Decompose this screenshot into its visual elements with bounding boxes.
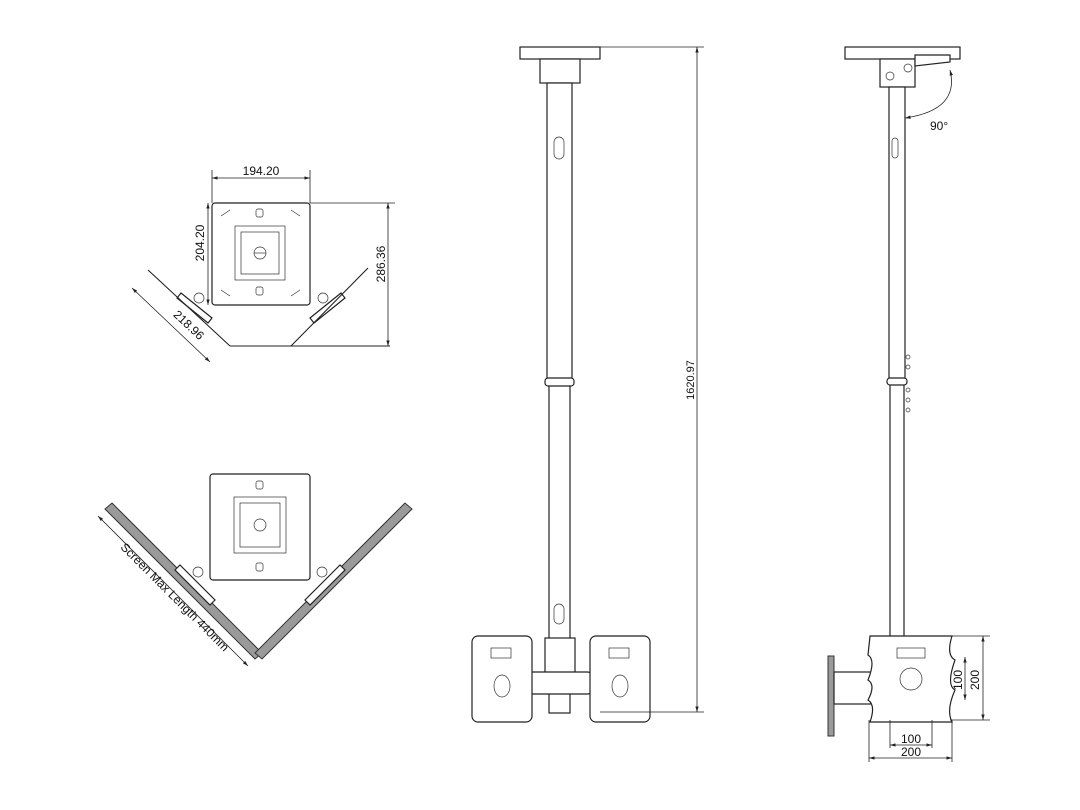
dual-arm-crossbar [524,671,596,695]
height-dimension: 1620.97 [685,360,697,400]
front-view: 1620.97 [471,46,704,723]
corner-view: Screen Max Length 440mm [97,473,413,667]
width-dimension: 194.20 [243,164,280,178]
tilt-arm [914,54,951,67]
lower-pole [889,381,905,638]
wall-plate [827,655,835,737]
left-vesa-plate [471,635,533,723]
vesa-horizontal-100-label: 100 [901,732,921,746]
right-screen-bracket [304,564,346,606]
plan-view: 194.20 204.20 286.36 218.96 [131,164,395,363]
height-adjust-collar [544,377,575,387]
pole-head [544,637,576,675]
ceiling-bracket [539,58,581,84]
vesa-horizontal-200-label: 200 [901,745,921,759]
upper-pole [888,86,906,383]
plate-center-frame [234,225,286,281]
tilt-angle-label: 90° [930,119,948,133]
upper-pole [546,82,573,384]
right-vesa-plate [589,635,651,723]
side-view: 90° 200 100 100 200 [827,46,990,762]
vesa-vertical-200-label: 200 [968,670,982,690]
ceiling-plate [211,202,311,306]
height-adjust-collar [886,377,908,386]
overall-depth-dimension: 286.36 [374,245,388,282]
depth-dimension: 204.20 [193,224,207,261]
vesa-plate [867,635,956,723]
right-arm-bracket [309,292,346,324]
ceiling-plate [519,46,601,60]
vesa-vertical-100-label: 100 [951,670,965,690]
ceiling-plate [209,473,311,581]
tilt-arc [904,69,953,119]
tilt-bracket [879,58,916,88]
